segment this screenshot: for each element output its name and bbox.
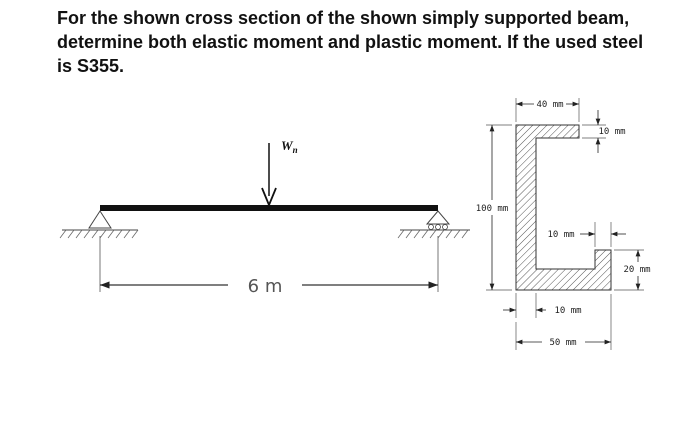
cross-section: 40 mm 10 mm 100 mm 10 mm 20 mm 10 mm: [476, 98, 651, 350]
right-roller-support: [397, 210, 470, 239]
point-load-arrow: [261, 143, 277, 208]
dim-web-thickness: 10 mm: [554, 306, 581, 316]
simply-supported-beam: Wn 6 m: [59, 138, 470, 297]
beam-member: [100, 205, 438, 211]
question-text: For the shown cross section of the shown…: [57, 6, 687, 78]
dim-top-width: 40 mm: [536, 100, 563, 110]
question-line-1: For the shown cross section of the shown…: [57, 8, 630, 28]
dim-height: 100 mm: [476, 204, 509, 214]
dim-lip-height: 20 mm: [623, 265, 650, 275]
dim-top-thickness: 10 mm: [598, 127, 625, 137]
span-dimension: 6 m: [99, 236, 439, 297]
load-label: Wn: [281, 138, 298, 155]
dim-inner-gap: 10 mm: [547, 230, 574, 240]
dim-bottom-width: 50 mm: [549, 338, 576, 348]
left-pin-support: [59, 210, 139, 239]
span-label: 6 m: [248, 276, 283, 297]
question-line-3: is S355.: [57, 56, 125, 76]
cross-section-shape: [515, 124, 612, 291]
question-line-2: determine both elastic moment and plasti…: [57, 32, 644, 52]
